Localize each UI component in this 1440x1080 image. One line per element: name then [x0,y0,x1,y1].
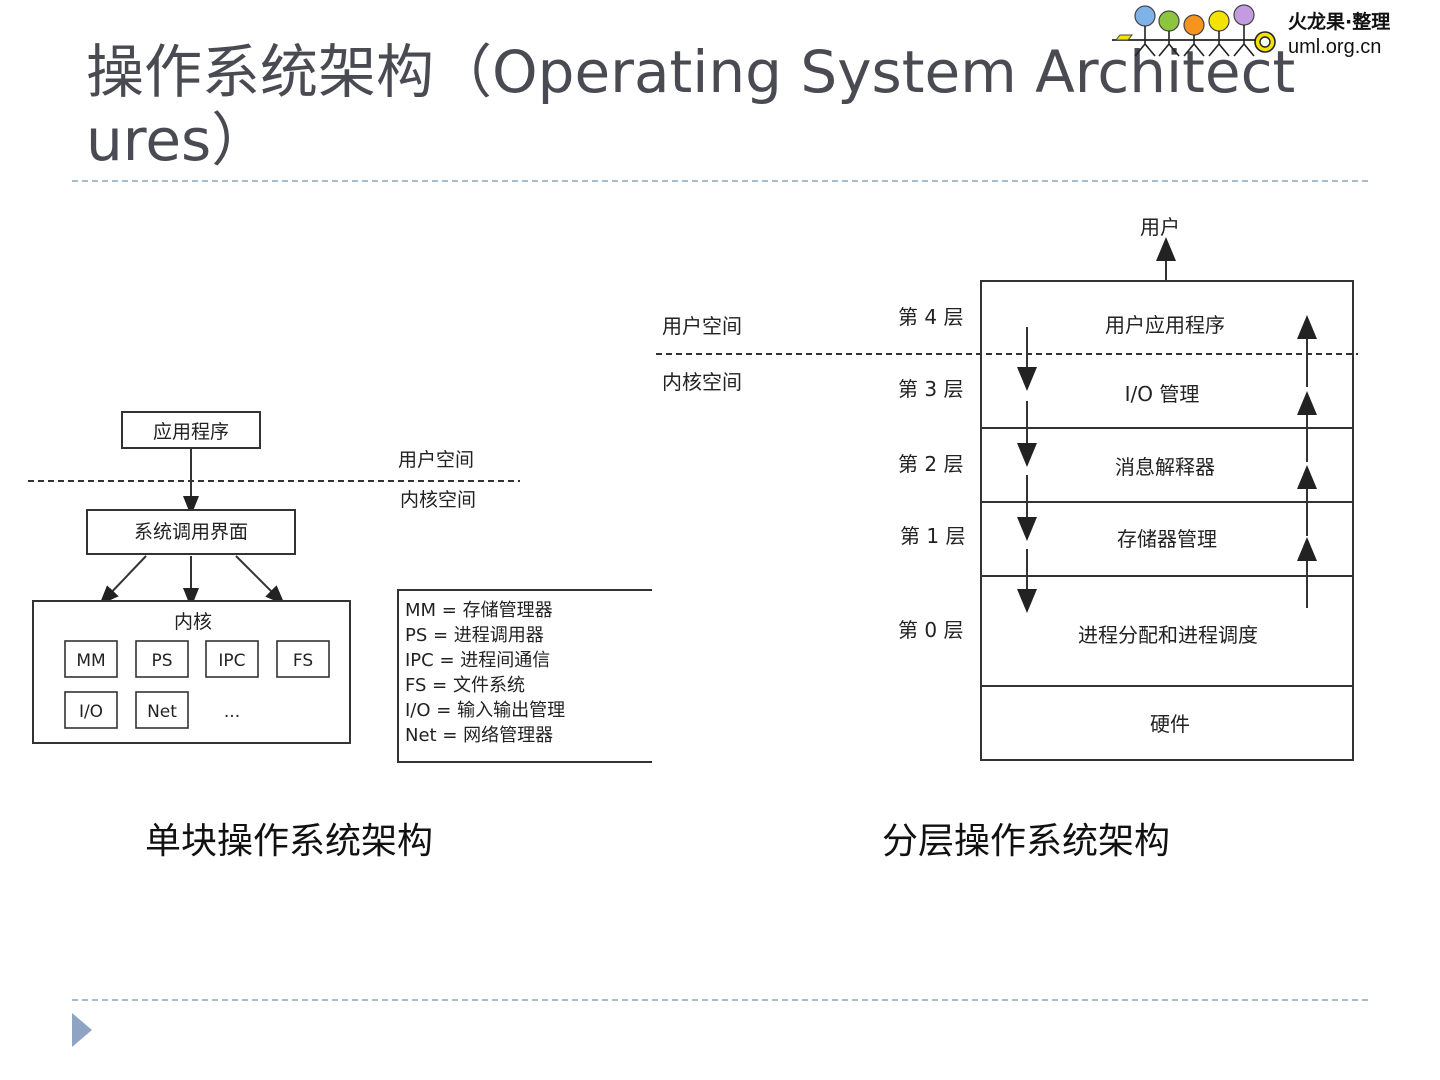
module-box [205,640,259,678]
syscall-box-label: 系统调用界面 [134,521,248,543]
legend-item: FS = 文件系统 [405,675,525,696]
layer-name: I/O 管理 [1125,382,1200,406]
app-box [121,411,261,449]
bottom-divider [72,999,1368,1001]
brand-url: uml.org.cn [1288,36,1382,58]
top-divider [72,180,1368,182]
layered-diagram: 用户 用户空间 内核空间 第 4 层 第 3 层 第 2 层 第 1 层 第 0… [656,215,1358,761]
module-label: FS [293,651,313,671]
layer-name: 用户应用程序 [1105,313,1225,337]
syscall-arrow-left [99,555,147,606]
layer-number: 第 2 层 [898,452,963,476]
legend-item: MM = 存储管理器 [405,600,553,621]
syscall-box [86,509,296,555]
module-box [64,691,118,729]
monolithic-diagram: 应用程序 用户空间 内核空间 系统调用界面 内核 MM PS IPC FS I/… [28,411,652,763]
monolithic-caption: 单块操作系统架构 [145,821,434,862]
hardware-label: 硬件 [1150,712,1190,736]
layer-name: 消息解释器 [1115,455,1215,479]
brand-logo [1112,4,1276,57]
legend-item: PS = 进程调用器 [405,625,544,646]
syscall-arrow-right [235,555,286,606]
module-more-label: ... [224,702,240,722]
module-box [64,640,118,678]
kernel-space-label: 内核空间 [400,489,476,511]
legend-item: Net = 网络管理器 [405,725,553,746]
module-box [276,640,330,678]
module-label: IPC [218,651,245,671]
legend-box [397,589,652,763]
layer-number: 第 4 层 [898,305,963,329]
app-box-label: 应用程序 [153,421,229,443]
layer-name: 进程分配和进程调度 [1078,623,1258,647]
kernel-label: 内核 [174,611,212,633]
user-space-label: 用户空间 [662,314,742,338]
next-slide-arrow-icon[interactable] [72,1013,92,1047]
module-label: Net [147,702,177,722]
user-space-label: 用户空间 [398,449,474,471]
module-box [135,691,189,729]
slide-title: 操作系统架构（Operating System Architectures） [86,38,1296,174]
layer-number: 第 0 层 [898,618,963,642]
layer-number: 第 1 层 [900,524,965,548]
logo-figures-icon [1112,4,1276,57]
module-label: PS [151,651,172,671]
layer-name: 存储器管理 [1117,527,1217,551]
module-label: MM [76,651,105,671]
brand-name: 火龙果·整理 [1288,11,1391,33]
layer-stack [980,280,1354,761]
module-label: I/O [79,702,103,722]
layered-caption: 分层操作系统架构 [882,821,1171,862]
legend-item: I/O = 输入输出管理 [405,700,565,721]
legend-item: IPC = 进程间通信 [405,650,550,671]
layer-number: 第 3 层 [898,377,963,401]
module-box [135,640,189,678]
brand-block: 火龙果·整理 uml.org.cn [1288,10,1390,60]
kernel-space-label: 内核空间 [662,370,742,394]
user-label: 用户 [1140,215,1180,239]
